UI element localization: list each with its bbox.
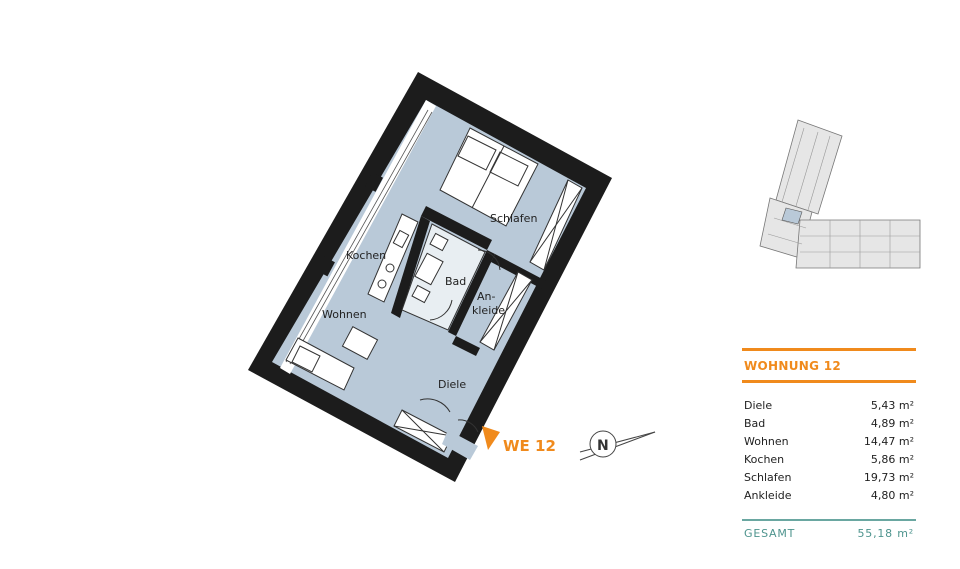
key-plan-highlight [781, 207, 803, 225]
ankleide-wall-lower [452, 336, 480, 356]
room-label-diele: Diele [438, 378, 467, 391]
room-label-wohnen: Wohnen [322, 308, 367, 321]
unit-label: WE 12 [503, 437, 556, 455]
double-bed [439, 127, 539, 227]
entrance-marker [482, 426, 500, 450]
total-value: 55,18 m² [857, 527, 914, 540]
ankleide-wall [491, 254, 548, 290]
room-label-ankleide-2: kleide [472, 304, 505, 317]
building-key-plan [759, 119, 921, 269]
total-row: GESAMT 55,18 m² [742, 521, 916, 540]
wardrobe-ankleide [479, 271, 533, 351]
panel-title: WOHNUNG 12 [744, 359, 842, 373]
coffee-table [341, 326, 379, 360]
north-compass-icon [579, 430, 656, 461]
kitchen-counter [367, 213, 419, 303]
room-label-ankleide-1: An- [477, 290, 496, 303]
door-swings [419, 249, 501, 433]
orange-rule-top [742, 348, 916, 351]
room-label-schlafen: Schlafen [490, 212, 538, 225]
window-strip [280, 100, 436, 374]
bath-wall-right [448, 250, 495, 336]
bath-wall-top [421, 206, 492, 250]
sofa [285, 337, 355, 391]
total-label: GESAMT [744, 527, 796, 540]
room-label-bad: Bad [445, 275, 467, 288]
wardrobe-schlafen [529, 179, 583, 271]
room-label-kochen: Kochen [346, 249, 387, 262]
total-rule [742, 519, 916, 521]
bath-floor [401, 223, 486, 331]
diele-cabinet [393, 409, 453, 453]
north-letter: N [597, 438, 609, 454]
bath-wall-left [391, 216, 430, 318]
orange-rule-bottom [742, 380, 916, 383]
